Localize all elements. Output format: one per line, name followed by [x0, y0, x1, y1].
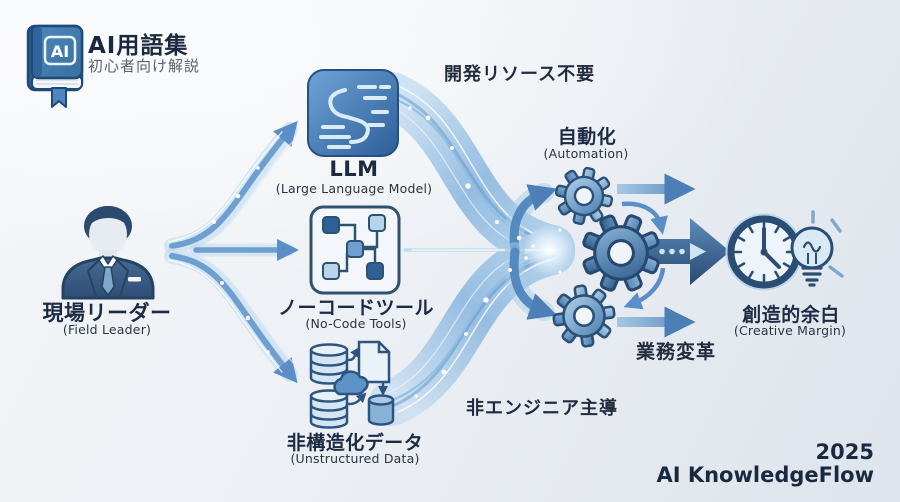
dotted-flow-overlay [659, 243, 706, 260]
unstructured-data-sublabel: (Unstructured Data) [290, 451, 420, 466]
no-code-sublabel: (No-Code Tools) [305, 316, 407, 331]
page-title: AI用語集 [88, 33, 189, 59]
lightbulb-icon [790, 210, 844, 287]
book-cover-text: AI [51, 42, 69, 61]
page-subtitle: 初心者向け解説 [88, 57, 201, 75]
llm-label: LLM [329, 157, 379, 181]
gear-bottom [548, 280, 620, 352]
stream-llm-to-gears [369, 72, 575, 271]
document-glyph [357, 340, 391, 384]
automation-sublabel: (Automation) [543, 146, 629, 161]
clock-icon [725, 213, 803, 291]
convergence-glow [523, 224, 575, 276]
gears-inlet-arrows [504, 183, 558, 321]
creative-margin-label: 創造的余白 [742, 304, 840, 326]
pocket-square [128, 277, 141, 282]
no-code-tools-icon [309, 205, 401, 295]
no-code-label: ノーコードツール [277, 297, 435, 319]
annotation-non-engineer-led: 非エンジニア主導 [466, 398, 618, 419]
footer-year: 2025 [815, 440, 874, 464]
annotation-no-dev-resources: 開発リソース不要 [444, 64, 596, 85]
automation-label: 自動化 [557, 126, 617, 148]
field-leader-icon [61, 206, 155, 300]
llm-icon [307, 69, 399, 157]
stream-data-to-gears [369, 229, 575, 426]
llm-sublabel: (Large Language Model) [275, 181, 433, 196]
creative-margin-icon [725, 210, 844, 291]
creative-margin-sublabel: (Creative Margin) [733, 323, 847, 338]
bookmark-ribbon [51, 87, 67, 108]
big-output-arrow [646, 218, 730, 285]
cloud-glyph [333, 370, 369, 396]
glossary-book-icon: AI [26, 24, 84, 108]
field-leader-label: 現場リーダー [42, 301, 172, 325]
automation-gears-icon [548, 161, 673, 352]
leader-fanout-streams [164, 120, 299, 384]
necktie [101, 266, 115, 296]
footer-brand: AI KnowledgeFlow [656, 463, 874, 487]
annotation-business-transformation: 業務変革 [636, 341, 717, 363]
unstructured-data-label: 非構造化データ [286, 432, 424, 454]
gears-output-arrows [617, 173, 730, 338]
unstructured-data-icon [309, 340, 395, 429]
stream-sparkles [212, 106, 562, 398]
footer-brand-block: 2025 AI KnowledgeFlow [656, 441, 874, 487]
field-leader-sublabel: (Field Leader) [62, 322, 152, 337]
